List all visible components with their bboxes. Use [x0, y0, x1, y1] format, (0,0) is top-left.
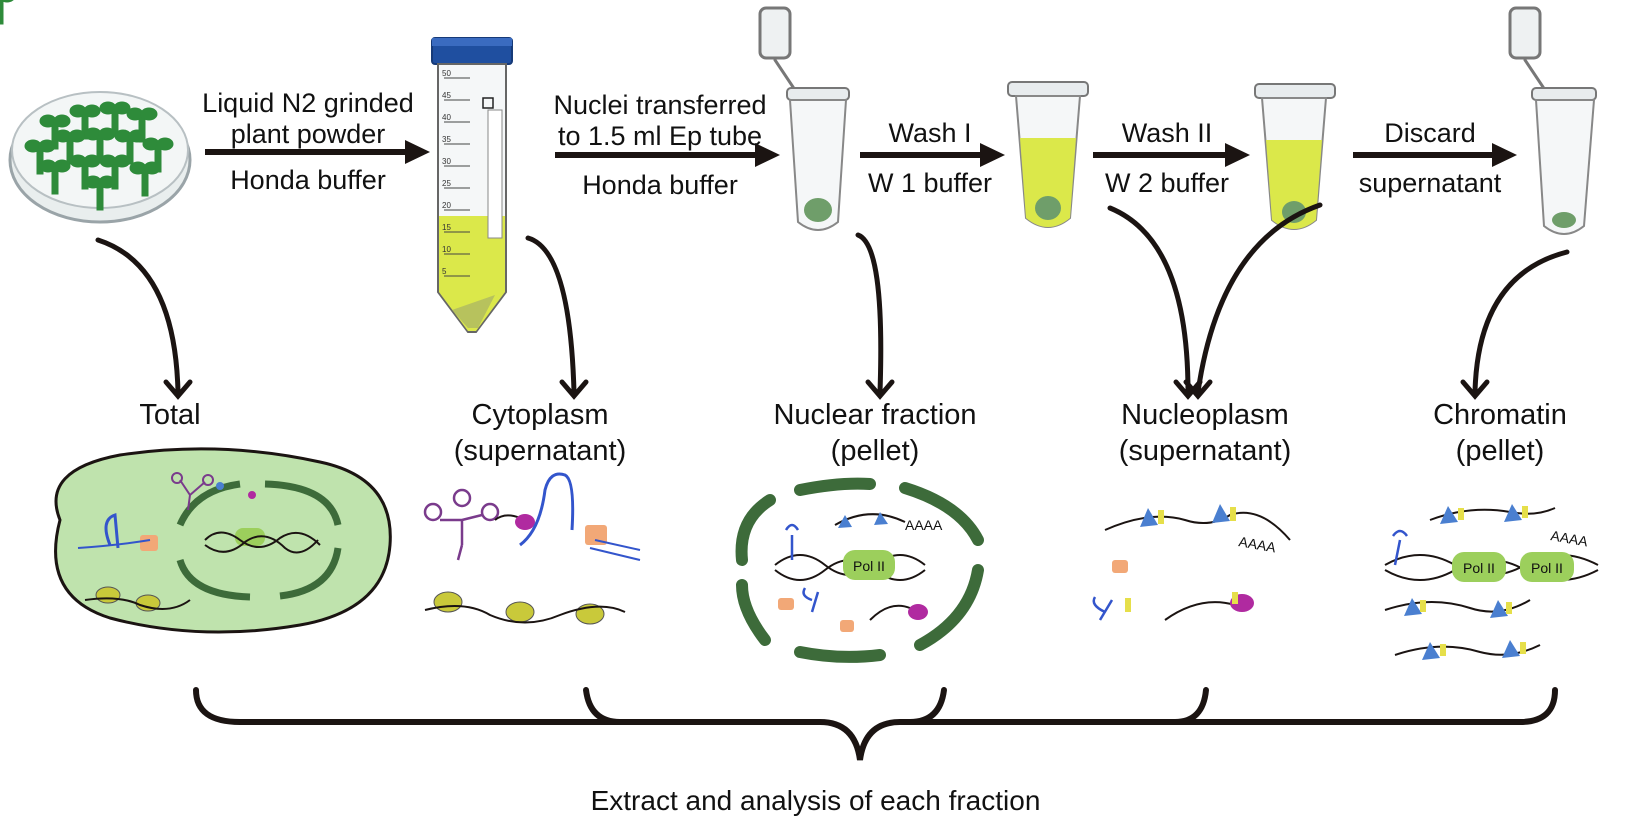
arrow-to-chromatin [1472, 249, 1570, 395]
arrow-to-nucleoplasm-1 [1107, 205, 1191, 395]
step-2-top-label: Nuclei transferred [553, 90, 767, 120]
nucleoplasm-illustration: AAAA [1092, 504, 1291, 621]
step-3-bottom-label: W 1 buffer [867, 168, 993, 198]
arrow-to-nuclear [855, 232, 884, 395]
arrow-head [1225, 143, 1250, 167]
fraction-cytoplasm-subtitle: (supernatant) [453, 435, 627, 467]
step-1-top-label: Liquid N2 grinded [202, 88, 414, 118]
step-4-top-label: Wash II [1121, 118, 1213, 148]
arrow-to-nucleoplasm-2 [1195, 202, 1323, 395]
step-5-bottom-label: supernatant [1358, 168, 1502, 198]
arrow-to-cytoplasm [525, 235, 577, 395]
tube-scale-label: 45 [442, 91, 451, 100]
ep-tube-4-icon [1508, 6, 1597, 235]
step-1-top2-label: plant powder [230, 119, 386, 149]
process-arrows [205, 149, 1497, 158]
arrow-head [405, 140, 430, 164]
pol-ii-label: Pol II [1463, 560, 1495, 576]
tube-scale-label: 40 [442, 113, 451, 122]
ep-tube-1-icon [758, 6, 850, 231]
pol-ii-label: Pol II [1531, 560, 1563, 576]
fraction-nuclear-subtitle: (pellet) [830, 435, 920, 467]
step-2-top2-label: to 1.5 ml Ep tube [557, 121, 763, 151]
step-3-top-label: Wash I [888, 118, 972, 148]
footer-caption: Extract and analysis of each fraction [590, 785, 1041, 816]
tube-scale-label: 50 [442, 69, 451, 78]
nuclear-fraction-illustration: Pol II AAAA [735, 477, 984, 663]
step-5-top-label: Discard [1384, 118, 1476, 148]
tube-scale-label: 30 [442, 157, 451, 166]
arrow-to-total [95, 237, 181, 395]
nuclear-envelope [176, 480, 342, 601]
bottom-brace [193, 687, 1558, 761]
pol-ii-label: Pol II [853, 558, 885, 574]
step-4-bottom-label: W 2 buffer [1104, 168, 1230, 198]
fraction-total-title: Total [139, 399, 201, 431]
falcon-tube-icon: 50 45 40 35 30 25 20 15 10 5 [431, 37, 513, 333]
cytoplasm-illustration [423, 472, 641, 625]
step-2-bottom-label: Honda buffer [582, 170, 738, 200]
arrow-head [1492, 143, 1517, 167]
tube-scale-label: 20 [442, 201, 451, 210]
seedlings-icon [0, 0, 174, 211]
step-1-bottom-label: Honda buffer [230, 165, 386, 195]
tube-scale-label: 25 [442, 179, 451, 188]
arrow-head [980, 143, 1005, 167]
total-cell-illustration [54, 447, 392, 634]
tube-graduations [444, 77, 470, 277]
trna-icon [171, 472, 214, 511]
fraction-nuclear-title: Nuclear fraction [773, 399, 977, 431]
fraction-chromatin-title: Chromatin [1433, 399, 1567, 431]
ep-tube-2-icon [1007, 81, 1089, 228]
tube-scale-label: 35 [442, 135, 451, 144]
arrow-head [755, 143, 780, 167]
fraction-chromatin-subtitle: (pellet) [1455, 435, 1545, 467]
tube-scale-label: 10 [442, 245, 451, 254]
fraction-cytoplasm-title: Cytoplasm [471, 399, 609, 431]
petri-dish-icon [0, 0, 192, 224]
fraction-nucleoplasm-subtitle: (supernatant) [1118, 435, 1292, 467]
tube-scale-label: 5 [442, 267, 447, 276]
fraction-arrows [95, 202, 1570, 395]
ep-tube-3-icon [1254, 83, 1336, 230]
tube-scale-label: 15 [442, 223, 451, 232]
polya-label: AAAA [905, 517, 943, 533]
chromatin-illustration: AAAA Pol II Pol II [1384, 504, 1599, 660]
polya-label: AAAA [1237, 533, 1277, 555]
fraction-nucleoplasm-title: Nucleoplasm [1121, 399, 1289, 431]
polya-label: AAAA [1549, 527, 1589, 549]
trna-icon [423, 488, 500, 561]
